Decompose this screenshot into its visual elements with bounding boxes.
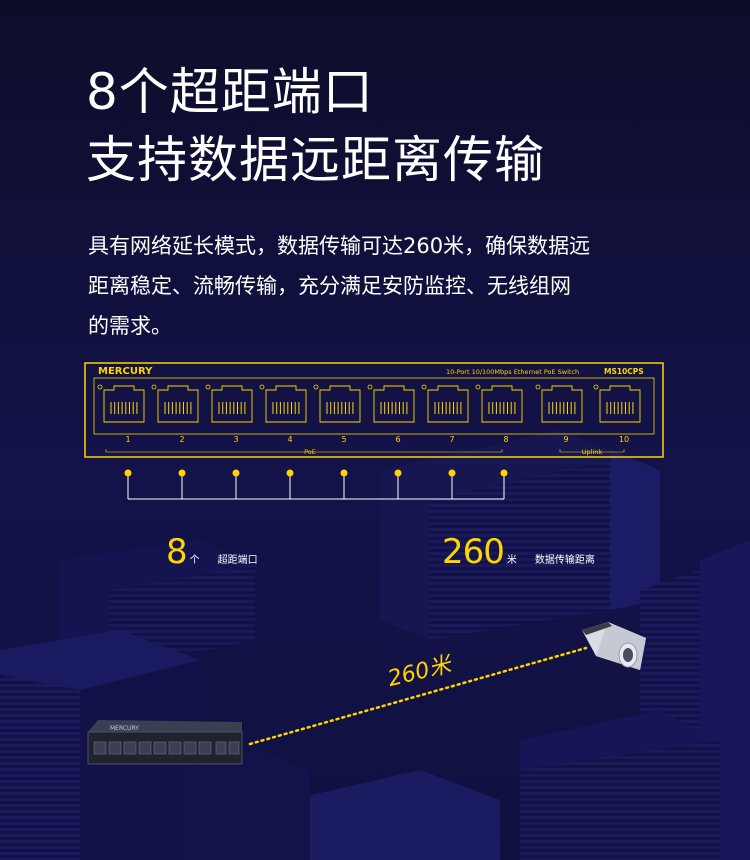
port-number-4: 4 — [287, 435, 292, 444]
ethernet-port-5 — [313, 384, 361, 423]
switch-front-panel: MERCURY 10-Port 10/100Mbps Ethernet PoE … — [84, 362, 664, 458]
headline-line-2: 支持数据远距离传输 — [86, 131, 545, 189]
port-dot-8 — [500, 469, 508, 477]
transmission-scene: MERCURY — [87, 622, 646, 765]
port-number-1: 1 — [125, 435, 130, 444]
stat-ports-number: 8 — [166, 532, 188, 572]
port-number-10: 10 — [619, 435, 629, 444]
stat-distance-unit: 米 — [506, 555, 517, 566]
port-group: 1 2 3 4 5 6 7 8 9 10 — [97, 384, 641, 444]
port-number-3: 3 — [233, 435, 238, 444]
port-dot-4 — [286, 469, 294, 477]
stat-distance-label: 数据传输距离 — [534, 555, 595, 566]
security-camera-icon — [582, 622, 646, 670]
ethernet-port-4 — [259, 384, 307, 423]
ethernet-port-7 — [421, 384, 469, 423]
ethernet-port-10 — [593, 384, 641, 423]
poe-bracket-label: PoE — [304, 448, 316, 456]
uplink-bracket-label: Uplink — [582, 448, 603, 456]
stat-distance-number: 260 — [442, 532, 505, 572]
switch-model-label: MS10CPS — [604, 367, 644, 376]
description: 具有网络延长模式，数据传输可达260米，确保数据远 距离稳定、流畅传输，充分满足… — [88, 226, 678, 346]
port-number-5: 5 — [341, 435, 346, 444]
ethernet-port-9 — [535, 384, 583, 423]
description-line-3: 的需求。 — [88, 314, 172, 338]
network-switch-icon: MERCURY — [87, 720, 243, 765]
port-dot-3 — [232, 469, 240, 477]
stat-ports-label: 超距端口 — [217, 555, 258, 566]
description-line-2: 距离稳定、流畅传输，充分满足安防监控、无线组网 — [88, 274, 571, 298]
stat-ports-unit: 个 — [189, 555, 200, 566]
port-dot-1 — [124, 469, 132, 477]
port-dot-6 — [394, 469, 402, 477]
switch-spec-label: 10-Port 10/100Mbps Ethernet PoE Switch — [446, 368, 579, 376]
ethernet-port-8 — [475, 384, 523, 423]
headline-line-1: 8个超距端口 — [86, 63, 374, 121]
ethernet-port-6 — [367, 384, 415, 423]
ethernet-port-3 — [205, 384, 253, 423]
switch-brand-label: MERCURY — [98, 366, 153, 377]
port-number-2: 2 — [179, 435, 184, 444]
scene-switch-brand: MERCURY — [110, 725, 139, 732]
port-dot-2 — [178, 469, 186, 477]
port-dot-5 — [340, 469, 348, 477]
ethernet-port-1 — [97, 384, 145, 423]
port-number-7: 7 — [449, 435, 454, 444]
port-dot-7 — [448, 469, 456, 477]
ethernet-port-2 — [151, 384, 199, 423]
port-number-9: 9 — [563, 435, 568, 444]
port-connector-lines — [124, 469, 508, 500]
headline: 8个超距端口 支持数据远距离传输 — [86, 58, 545, 194]
port-number-8: 8 — [503, 435, 508, 444]
description-line-1: 具有网络延长模式，数据传输可达260米，确保数据远 — [88, 234, 591, 258]
port-number-6: 6 — [395, 435, 400, 444]
